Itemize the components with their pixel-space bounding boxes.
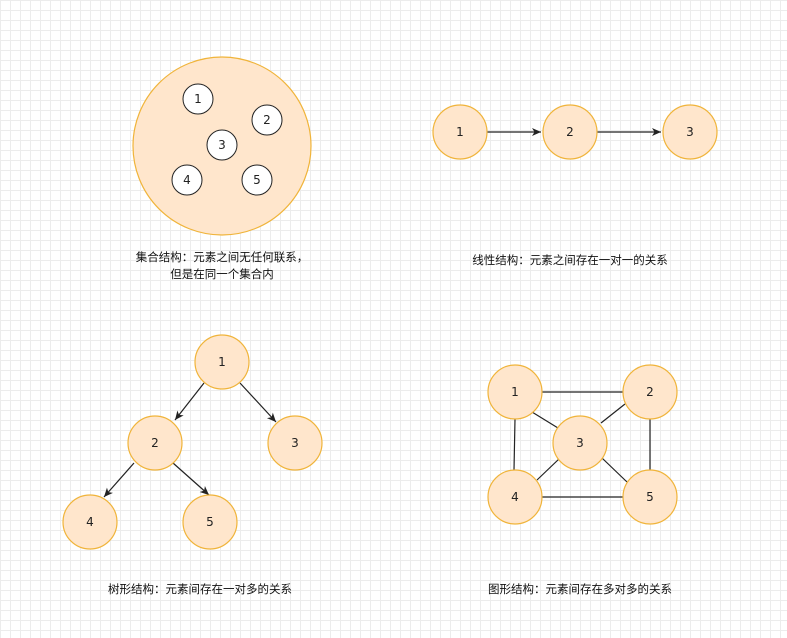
graph-node-1: 1 xyxy=(487,364,543,420)
graph-structure: 1 2 3 4 5 xyxy=(487,364,678,525)
graph-node-2-label: 2 xyxy=(646,385,654,399)
tree-node-2-label: 2 xyxy=(151,436,159,450)
graph-node-5-label: 5 xyxy=(646,490,654,504)
linear-node-1: 1 xyxy=(432,104,488,160)
tree-node-4: 4 xyxy=(62,494,118,550)
set-caption-line-2: 但是在同一个集合内 xyxy=(170,267,274,281)
linear-node-1-label: 1 xyxy=(456,125,464,139)
set-node-4: 4 xyxy=(171,164,203,196)
linear-node-2-label: 2 xyxy=(566,125,574,139)
graph-edge-3-4 xyxy=(536,457,561,481)
set-node-1-label: 1 xyxy=(194,92,202,106)
linear-node-2: 2 xyxy=(542,104,598,160)
tree-structure: 1 2 3 4 5 xyxy=(62,334,323,550)
linear-structure: 1 2 3 xyxy=(432,104,718,160)
graph-node-2: 2 xyxy=(622,364,678,420)
tree-node-3: 3 xyxy=(267,415,323,471)
tree-node-5: 5 xyxy=(182,494,238,550)
tree-caption: 树形结构：元素间存在一对多的关系 xyxy=(108,582,292,596)
tree-node-4-label: 4 xyxy=(86,515,94,529)
tree-edge-1-3 xyxy=(239,382,277,423)
set-node-3: 3 xyxy=(206,129,238,161)
tree-node-2: 2 xyxy=(127,415,183,471)
tree-node-1-label: 1 xyxy=(218,355,226,369)
tree-edge-2-4 xyxy=(103,462,135,498)
graph-edge-1-3 xyxy=(531,411,559,429)
tree-node-1: 1 xyxy=(194,334,250,390)
set-structure: 1 2 3 4 5 xyxy=(132,56,312,236)
set-node-5: 5 xyxy=(241,164,273,196)
linear-caption: 线性结构：元素之间存在一对一的关系 xyxy=(472,253,668,267)
graph-edge-3-5 xyxy=(601,457,628,483)
graph-caption: 图形结构：元素间存在多对多的关系 xyxy=(488,582,672,596)
tree-node-3-label: 3 xyxy=(291,436,299,450)
tree-edge-1-2 xyxy=(174,382,205,421)
linear-node-3: 3 xyxy=(662,104,718,160)
set-node-4-label: 4 xyxy=(183,173,191,187)
graph-node-4-label: 4 xyxy=(511,490,519,504)
linear-node-3-label: 3 xyxy=(686,125,694,139)
set-node-1: 1 xyxy=(182,83,214,115)
set-node-2: 2 xyxy=(251,104,283,136)
graph-node-3-label: 3 xyxy=(576,436,584,450)
set-caption: 集合结构：元素之间无任何联系， 但是在同一个集合内 xyxy=(112,249,332,283)
graph-node-4: 4 xyxy=(487,469,543,525)
set-caption-line-1: 集合结构：元素之间无任何联系， xyxy=(135,250,309,264)
set-node-5-label: 5 xyxy=(253,173,261,187)
set-node-2-label: 2 xyxy=(263,113,271,127)
tree-node-5-label: 5 xyxy=(206,515,214,529)
graph-node-1-label: 1 xyxy=(511,385,519,399)
set-node-3-label: 3 xyxy=(218,138,226,152)
graph-node-5: 5 xyxy=(622,469,678,525)
tree-edge-2-5 xyxy=(172,462,210,496)
graph-node-3: 3 xyxy=(552,415,608,471)
graph-edge-1-4 xyxy=(513,418,516,471)
graph-edge-2-3 xyxy=(600,403,626,424)
